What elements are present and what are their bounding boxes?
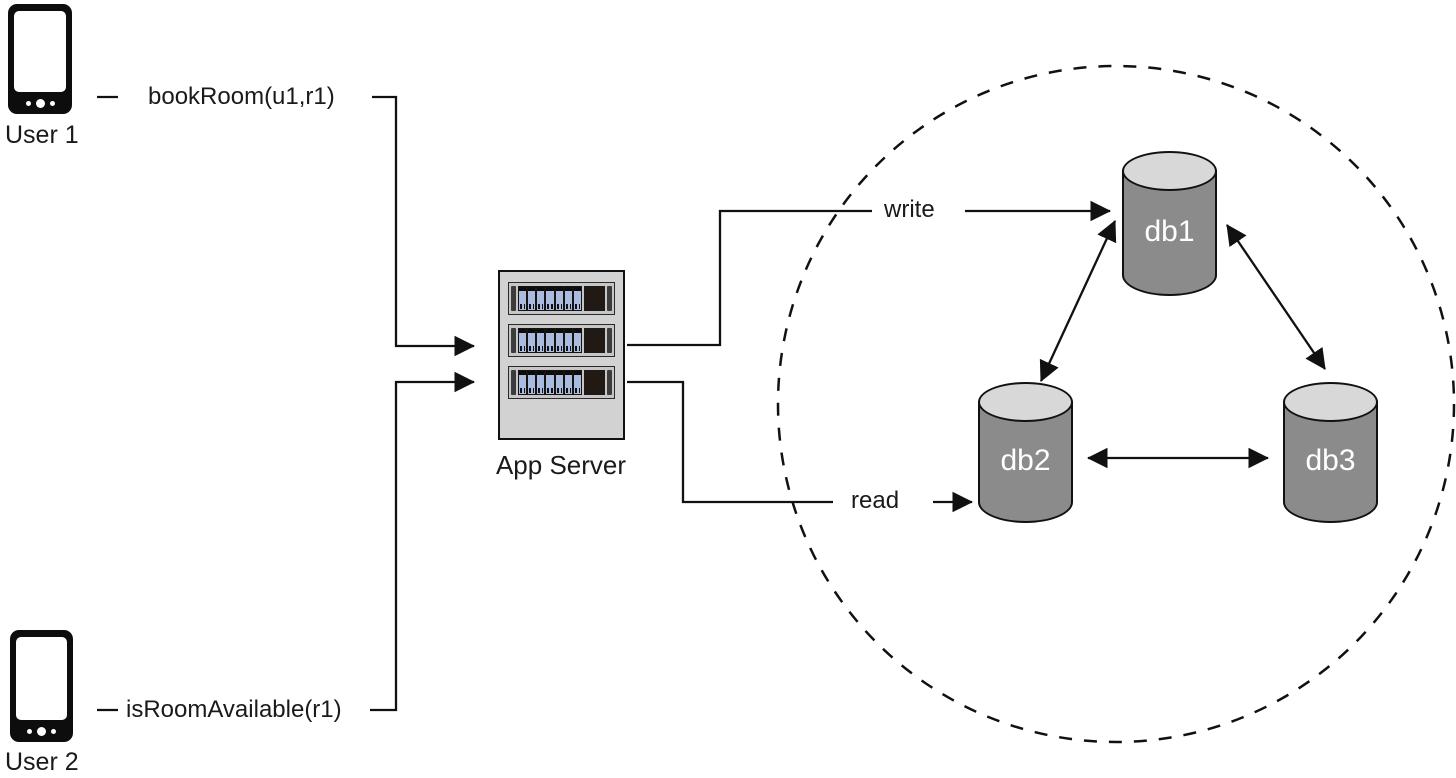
rack-unit xyxy=(508,324,615,357)
rack-unit xyxy=(508,366,615,399)
user1-request-label: bookRoom(u1,r1) xyxy=(148,83,335,110)
user2-label: User 2 xyxy=(5,748,79,776)
server-module xyxy=(546,287,554,310)
db1-db3-replication-arrow xyxy=(1226,224,1326,370)
rack-module-row xyxy=(518,370,582,395)
write-operation-label: write xyxy=(884,196,935,223)
server-module xyxy=(555,287,563,310)
server-module xyxy=(537,287,545,310)
server-module xyxy=(564,287,572,310)
user1-to-server-connector xyxy=(372,95,476,357)
user1-smartphone-icon xyxy=(8,4,72,114)
server-module xyxy=(573,329,581,352)
app-server-icon xyxy=(498,270,625,440)
user2-smartphone-icon xyxy=(10,630,73,742)
db1-cylinder-icon: db1 xyxy=(1122,151,1217,296)
server-module xyxy=(564,371,572,394)
server-module xyxy=(528,287,536,310)
rack-module-row xyxy=(518,328,582,353)
server-module xyxy=(528,329,536,352)
server-module xyxy=(555,329,563,352)
rack-bay xyxy=(584,328,605,353)
rack-handle xyxy=(511,286,516,311)
rack-handle xyxy=(511,370,516,395)
rack-handle xyxy=(607,370,612,395)
server-module xyxy=(564,329,572,352)
db2-label: db2 xyxy=(1000,443,1051,477)
server-module xyxy=(573,371,581,394)
rack-module-row xyxy=(518,286,582,311)
phone-screen xyxy=(16,637,67,720)
user2-request-label: isRoomAvailable(r1) xyxy=(126,696,342,723)
phone-screen xyxy=(14,11,66,92)
db2-cylinder-icon: db2 xyxy=(978,382,1073,523)
read-operation-label: read xyxy=(851,487,900,514)
user1-label: User 1 xyxy=(5,121,79,149)
server-module xyxy=(537,329,545,352)
server-to-write-connector xyxy=(627,209,872,347)
rack-handle xyxy=(607,286,612,311)
server-module xyxy=(546,371,554,394)
server-module xyxy=(519,329,527,352)
rack-unit xyxy=(508,282,615,315)
db1-db2-replication-arrow xyxy=(1039,220,1117,382)
db3-cylinder-icon: db3 xyxy=(1283,382,1378,523)
server-module xyxy=(528,371,536,394)
cylinder-top xyxy=(1283,382,1378,422)
phone-buttons xyxy=(10,724,73,738)
rack-bay xyxy=(584,286,605,311)
db1-label: db1 xyxy=(1144,215,1195,249)
rack-handle xyxy=(607,328,612,353)
db3-label: db3 xyxy=(1305,443,1356,477)
phone-buttons xyxy=(8,96,72,110)
cylinder-top xyxy=(978,382,1073,422)
server-module xyxy=(537,371,545,394)
server-module xyxy=(555,371,563,394)
cylinder-top xyxy=(1122,151,1217,191)
server-module xyxy=(519,287,527,310)
user2-to-server-connector xyxy=(370,371,476,712)
server-to-read-connector xyxy=(627,380,833,504)
rack-handle xyxy=(511,328,516,353)
server-module xyxy=(519,371,527,394)
app-server-label: App Server xyxy=(495,450,627,480)
server-module xyxy=(573,287,581,310)
rack-bay xyxy=(584,370,605,395)
server-module xyxy=(546,329,554,352)
